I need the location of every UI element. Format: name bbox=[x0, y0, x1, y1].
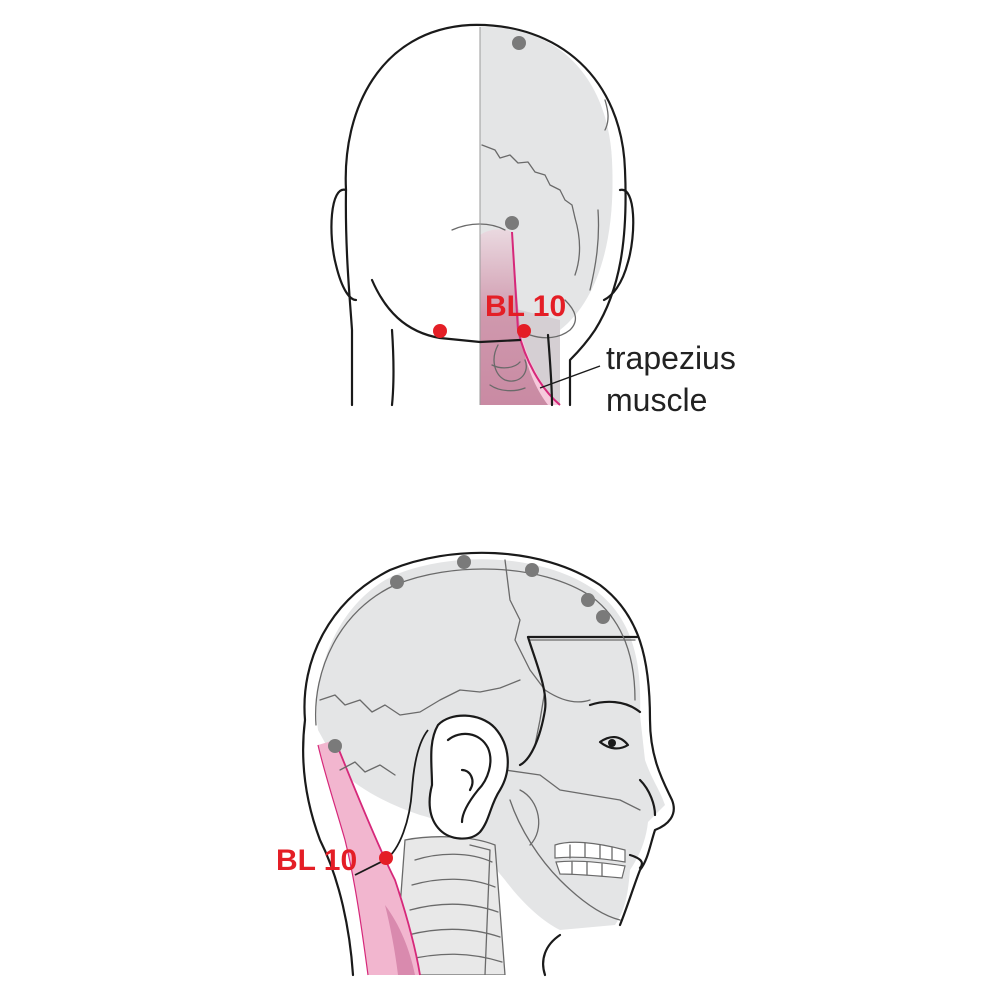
trapezius-outer-pink bbox=[520, 330, 560, 405]
landmark-point-5 bbox=[596, 610, 610, 624]
side-trapezius-muscle bbox=[318, 740, 420, 975]
side-view: BL 10 bbox=[276, 551, 675, 977]
left-ear bbox=[330, 188, 358, 302]
eyebrow bbox=[588, 700, 642, 714]
landmark-point-occiput-side bbox=[328, 739, 342, 753]
acupoint-bl10-dot-back bbox=[517, 324, 531, 338]
bl10-label-side: BL 10 bbox=[276, 844, 357, 877]
jaw-bone bbox=[509, 799, 621, 921]
landmark-point-occiput bbox=[505, 216, 519, 230]
eye bbox=[598, 736, 630, 750]
acupoint-bl10-dot-side bbox=[379, 851, 393, 865]
landmark-point-vertex bbox=[512, 36, 526, 50]
landmark-point-3 bbox=[525, 563, 539, 577]
landmark-point-2 bbox=[457, 555, 471, 569]
landmark-point-1 bbox=[390, 575, 404, 589]
trapezius-muscle bbox=[480, 229, 560, 405]
trapezius-label-line2: muscle bbox=[606, 382, 707, 418]
landmark-point-4 bbox=[581, 593, 595, 607]
back-view: BL 10 trapezius muscle bbox=[330, 23, 736, 418]
upper-teeth bbox=[554, 841, 626, 863]
lips bbox=[628, 853, 644, 870]
lambdoid-suture bbox=[481, 144, 576, 219]
bl10-label-back: BL 10 bbox=[485, 290, 566, 323]
trapezius-label-line1: trapezius bbox=[606, 340, 736, 376]
side-muscle-edge bbox=[334, 739, 421, 976]
acupoint-dot-left bbox=[433, 324, 447, 338]
bl10-leader-line bbox=[354, 729, 429, 876]
trapezius-leader-line bbox=[539, 365, 601, 389]
back-head-outline bbox=[344, 23, 627, 407]
side-head-outline bbox=[302, 551, 675, 977]
